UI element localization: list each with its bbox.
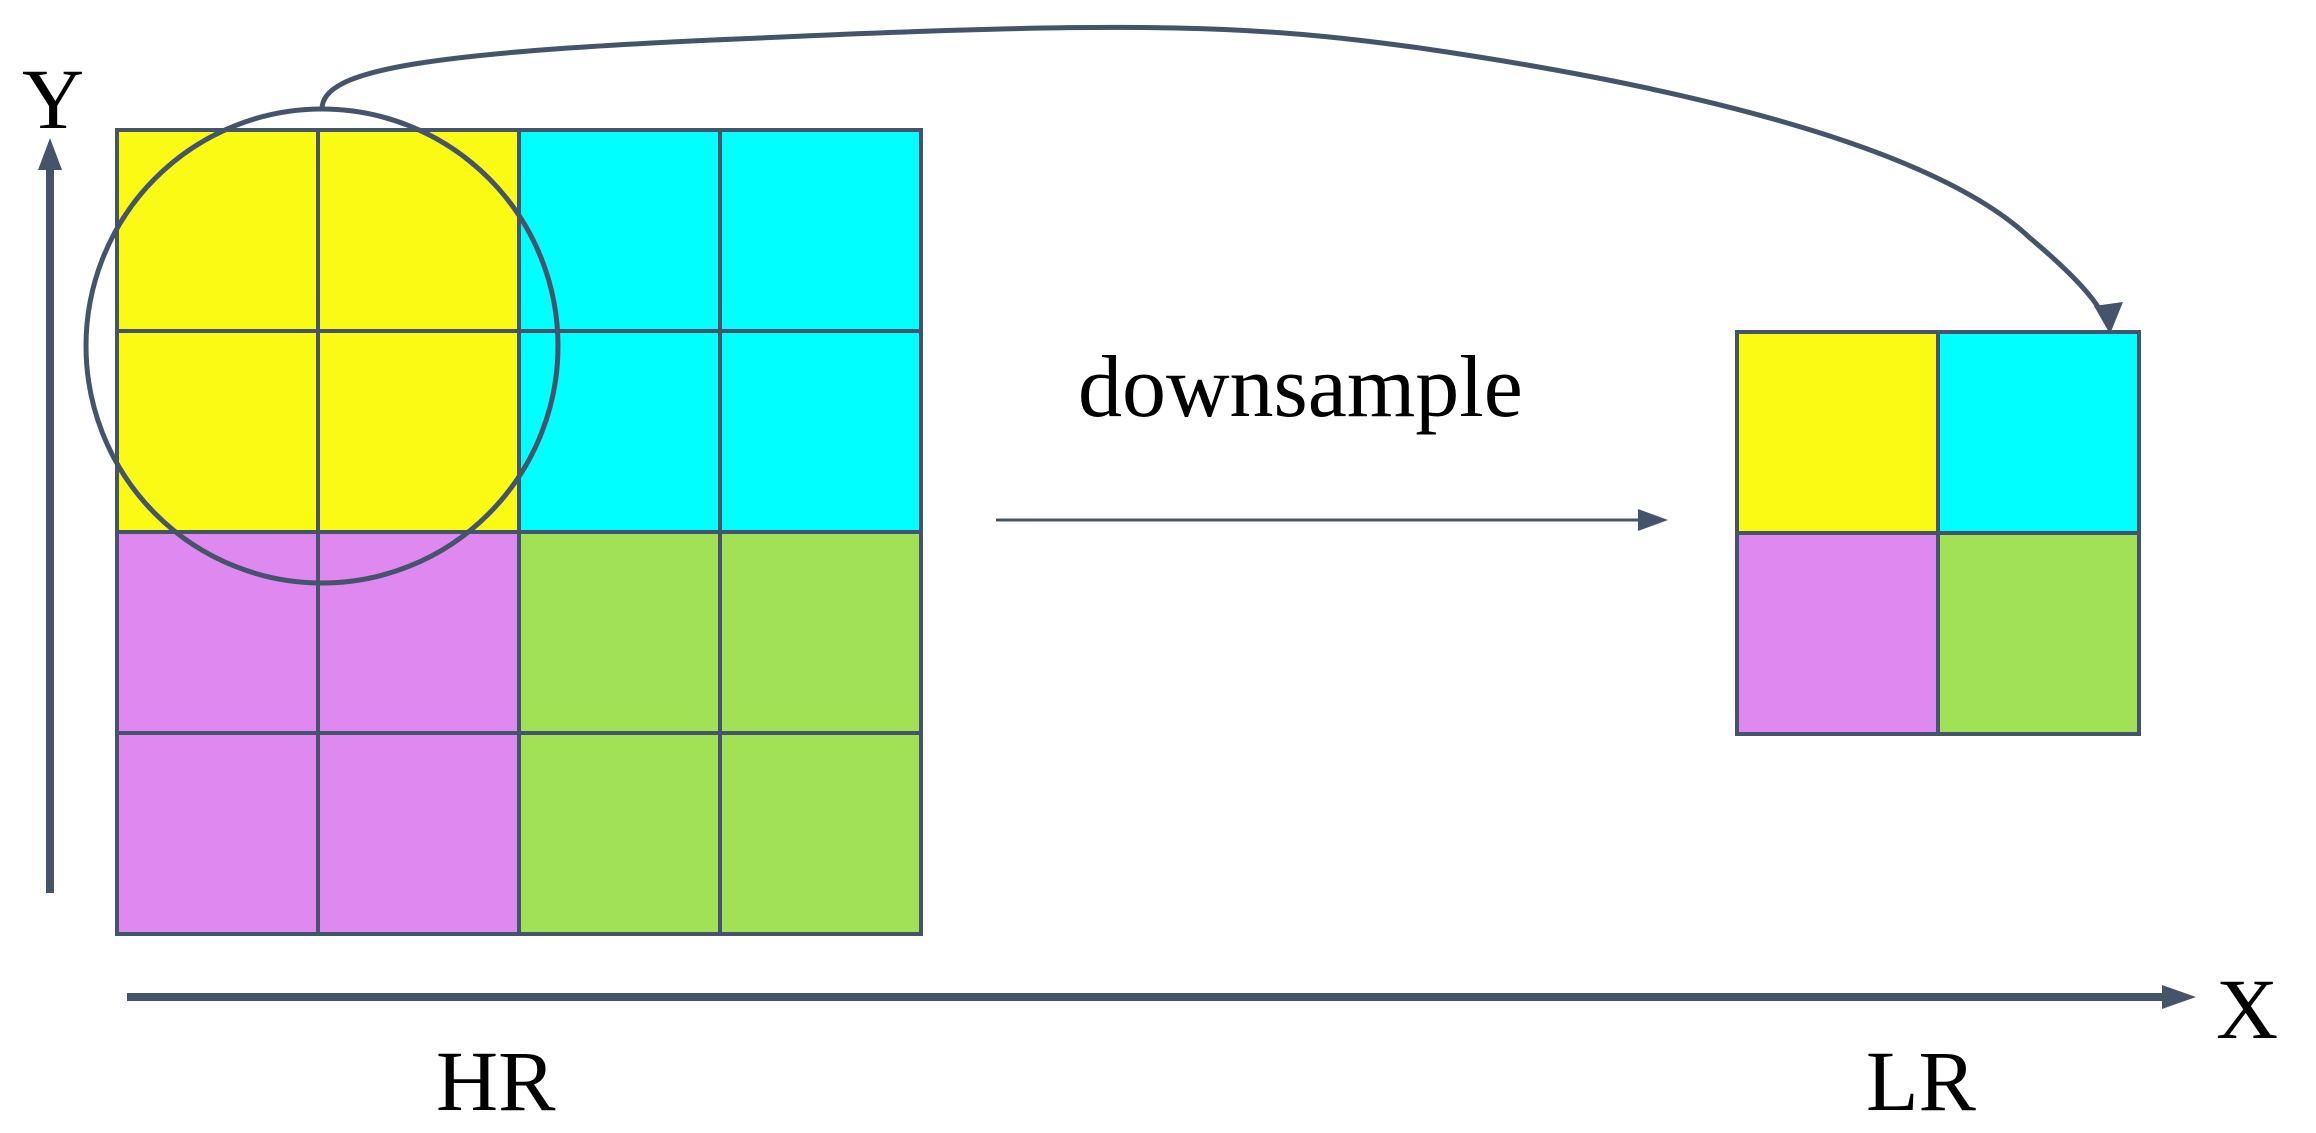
hr-cell-cyan — [517, 128, 722, 333]
mapping-arrow — [319, 24, 2111, 326]
hr-cell-green — [517, 530, 722, 735]
lr-cell-green — [1936, 531, 2141, 736]
lr-grid — [1735, 330, 2141, 736]
hr-cell-green — [718, 731, 923, 936]
x-axis-arrowhead — [2162, 985, 2196, 1009]
x-axis-label: X — [2216, 961, 2278, 1057]
hr-label: HR — [436, 1033, 556, 1129]
hr-cell-magenta — [316, 530, 521, 735]
hr-cell-cyan — [718, 128, 923, 333]
hr-cell-yellow — [115, 329, 320, 534]
mapping-arrowhead — [2094, 302, 2123, 334]
hr-cell-magenta — [316, 731, 521, 936]
hr-cell-yellow — [316, 128, 521, 333]
lr-label: LR — [1866, 1033, 1977, 1129]
y-axis-arrowhead — [38, 138, 62, 170]
hr-grid — [115, 128, 923, 936]
hr-cell-cyan — [718, 329, 923, 534]
hr-cell-yellow — [316, 329, 521, 534]
hr-cell-green — [517, 731, 722, 936]
lr-cell-magenta — [1735, 531, 1940, 736]
hr-cell-magenta — [115, 731, 320, 936]
lr-cell-yellow — [1735, 330, 1940, 535]
hr-cell-cyan — [517, 329, 722, 534]
y-axis-label: Y — [22, 51, 84, 147]
hr-cell-green — [718, 530, 923, 735]
hr-cell-yellow — [115, 128, 320, 333]
downsample-label: downsample — [1078, 339, 1523, 436]
hr-cell-magenta — [115, 530, 320, 735]
lr-cell-cyan — [1936, 330, 2141, 535]
downsample-arrowhead — [1638, 509, 1668, 531]
